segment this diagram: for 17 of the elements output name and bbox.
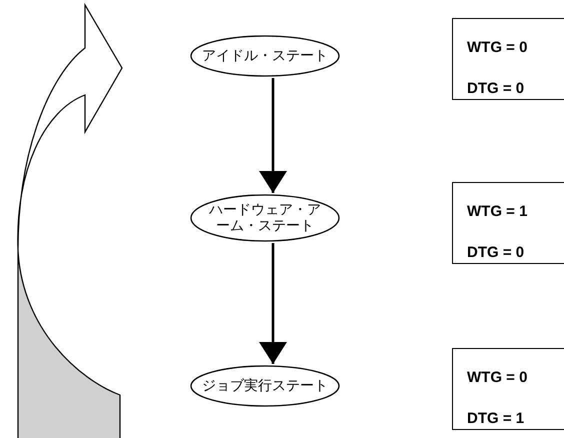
state-ellipse (190, 35, 340, 77)
state-ellipse (190, 365, 340, 407)
state-label: アイドル・ステート (201, 48, 329, 64)
flag-value: WTG = 0 (467, 369, 528, 386)
flag-value: DTG = 0 (467, 244, 524, 261)
arrow (259, 243, 287, 364)
flag-value: DTG = 1 (467, 410, 524, 427)
flag-value: DTG = 0 (467, 80, 524, 97)
flag-value: WTG = 1 (467, 203, 528, 220)
state-label: ジョブ実行ステート (201, 378, 329, 394)
arrow (259, 78, 287, 193)
flag-box (452, 182, 564, 264)
flag-box (452, 18, 564, 100)
flag-value: WTG = 0 (467, 39, 528, 56)
state-ellipse (190, 194, 340, 242)
state-label: ハードウェア・アーム・ステート (208, 202, 322, 234)
flag-box (452, 348, 564, 430)
